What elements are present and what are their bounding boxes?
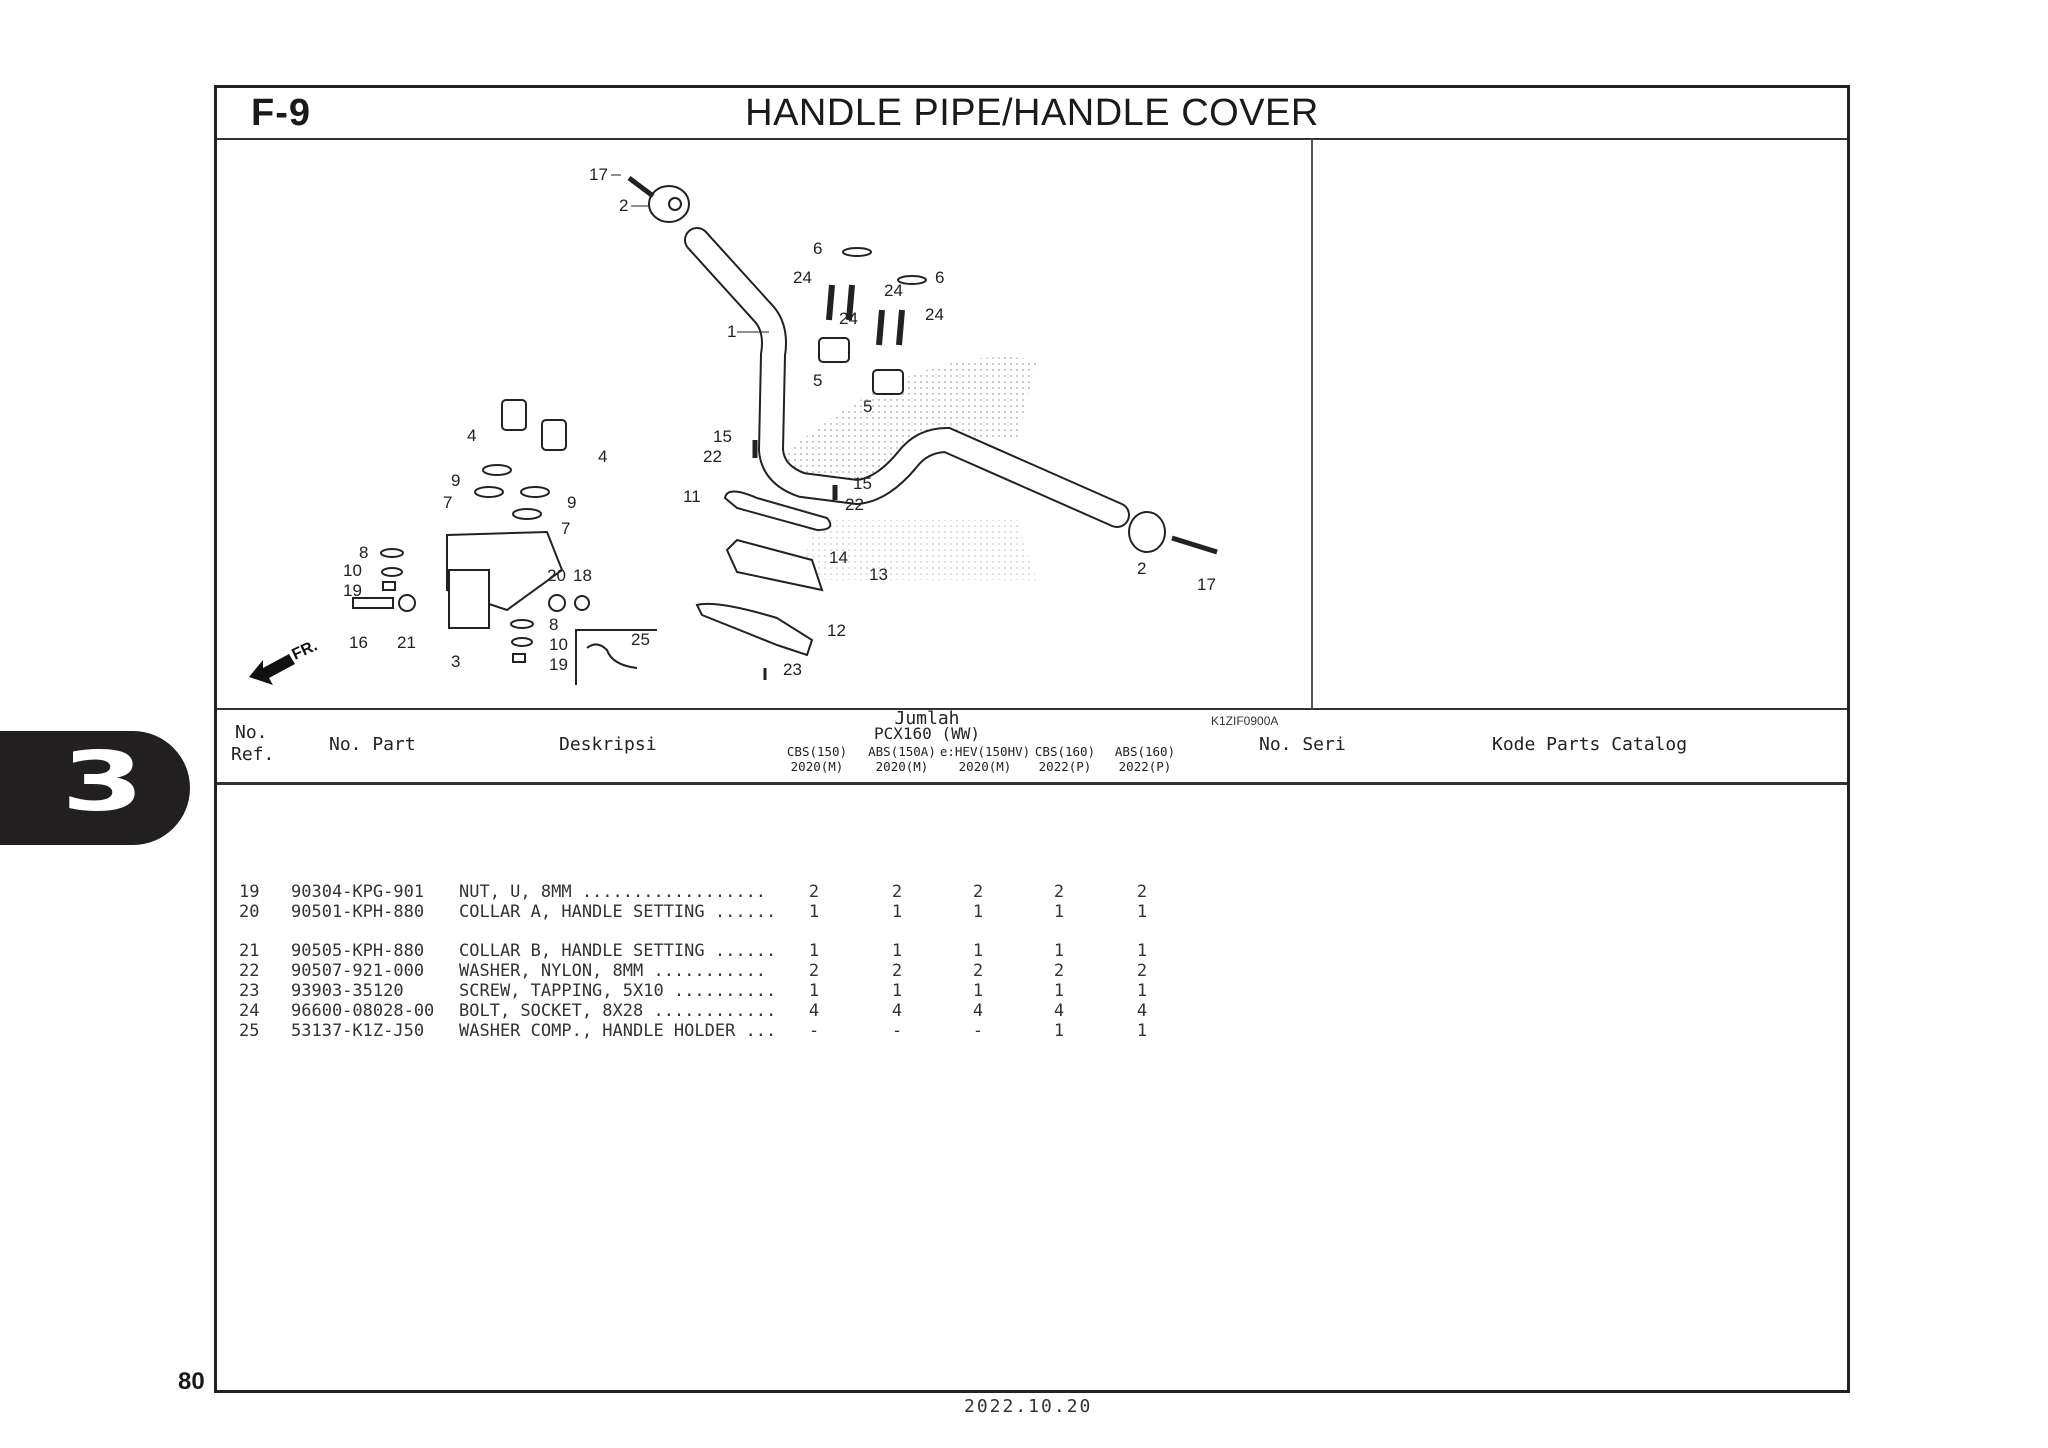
header-variant: CBS(160)2022(P) [1034,744,1096,774]
page-frame: F-9 HANDLE PIPE/HANDLE COVER [214,85,1850,1393]
svg-text:8: 8 [549,615,558,634]
header-ref-line1: No. [235,722,268,743]
svg-text:24: 24 [839,309,858,328]
header-serial-number: No. Seri [1259,734,1346,755]
svg-text:4: 4 [467,426,476,445]
diagram-illustration: FR. 17 2 1 6 24 24 6 24 24 5 5 4 4 9 9 7… [249,165,1218,685]
header-description: Deskripsi [559,734,657,755]
svg-text:21: 21 [397,633,416,652]
svg-text:9: 9 [567,493,576,512]
svg-text:9: 9 [451,471,460,490]
svg-text:18: 18 [573,566,592,585]
svg-text:14: 14 [829,548,848,567]
svg-text:5: 5 [813,371,822,390]
svg-text:4: 4 [598,447,607,466]
table-header: No. Ref. No. Part Deskripsi Jumlah PCX16… [217,708,1847,785]
svg-text:6: 6 [935,268,944,287]
svg-text:11: 11 [683,487,701,506]
svg-text:7: 7 [561,519,570,538]
svg-text:8: 8 [359,543,368,562]
header-variant: e:HEV(150HV)2020(M) [939,744,1031,774]
header-catalog-code: Kode Parts Catalog [1492,734,1688,755]
svg-text:17: 17 [1197,575,1216,594]
svg-text:25: 25 [631,630,650,649]
diagram-code: K1ZIF0900A [1211,714,1279,728]
svg-text:20: 20 [547,566,566,585]
svg-text:2: 2 [619,196,628,215]
svg-text:6: 6 [813,239,822,258]
chapter-tab: 3 [0,731,190,845]
callout-labels: 17 2 1 6 24 24 6 24 24 5 5 4 4 9 9 7 7 8… [343,165,1216,679]
header-ref-line2: Ref. [231,744,275,765]
header-variant: ABS(160)2022(P) [1114,744,1176,774]
header-part-number: No. Part [329,734,416,755]
svg-text:24: 24 [793,268,812,287]
svg-text:24: 24 [925,305,944,324]
svg-text:23: 23 [783,660,802,679]
chapter-number: 3 [61,735,144,830]
svg-text:2: 2 [1137,559,1146,578]
svg-text:5: 5 [863,397,872,416]
front-direction-label: FR. [290,637,321,663]
svg-text:19: 19 [549,655,568,674]
svg-text:17: 17 [589,165,608,184]
svg-text:7: 7 [443,493,452,512]
svg-text:10: 10 [343,561,362,580]
header-quantity: Jumlah [894,708,960,729]
header-model: PCX160 (WW) [874,724,980,743]
svg-text:16: 16 [349,633,368,652]
header-variant: ABS(150A)2020(M) [868,744,936,774]
section-title: HANDLE PIPE/HANDLE COVER [745,92,1319,134]
header-variant: CBS(150)2020(M) [786,744,848,774]
page-number: 80 [178,1368,205,1395]
svg-text:15: 15 [713,427,732,446]
section-code: F-9 [251,92,311,134]
svg-text:24: 24 [884,281,903,300]
svg-text:3: 3 [451,652,460,671]
section-header: F-9 HANDLE PIPE/HANDLE COVER [217,88,1847,140]
svg-text:1: 1 [727,322,736,341]
exploded-diagram: FR. 17 2 1 6 24 24 6 24 24 5 5 4 4 9 9 7… [217,140,1313,709]
publication-date: 2022.10.20 [964,1396,1093,1417]
svg-text:12: 12 [827,621,846,640]
svg-text:10: 10 [549,635,568,654]
svg-text:15: 15 [853,474,872,493]
svg-text:22: 22 [703,447,722,466]
svg-text:19: 19 [343,581,362,600]
svg-text:13: 13 [869,565,888,584]
svg-text:22: 22 [845,495,864,514]
